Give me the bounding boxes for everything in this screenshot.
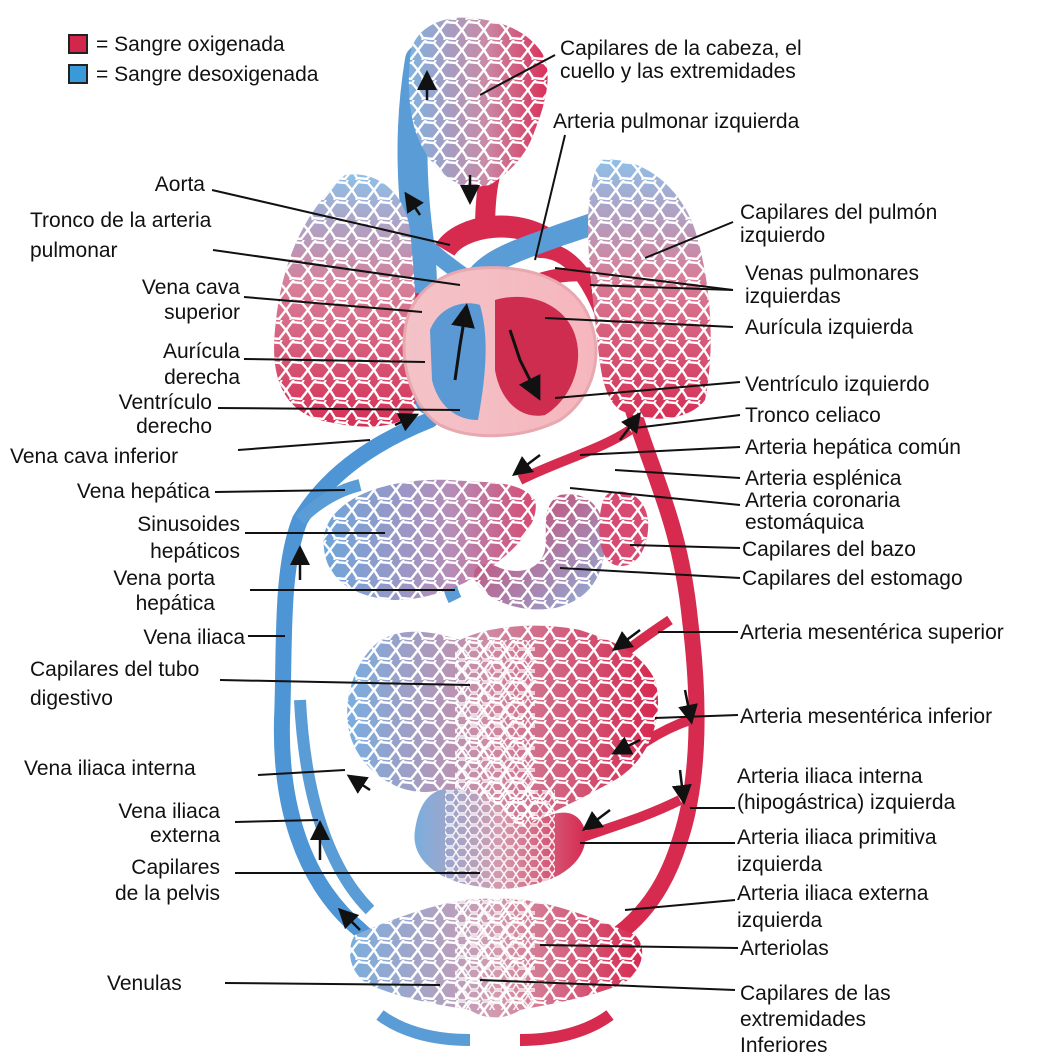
label-capilares-pelvis: Capilares de la pelvis (20, 855, 220, 907)
label-vena-iliaca-interna: Vena iliaca interna (24, 757, 196, 780)
label-tronco-arteria-pulmonar: Tronco de la arteria pulmonar (30, 206, 211, 266)
lower-extremities-capillary-bed (350, 890, 642, 1040)
spleen-capillary-bed (599, 491, 648, 566)
label-vena-porta-hepatica: Vena porta hepática (20, 566, 215, 616)
celiac-vessel (520, 430, 630, 480)
legend-swatch-oxygenated (68, 34, 88, 54)
label-arteria-hepatica-comun: Arteria hepática común (745, 436, 961, 459)
label-arteriolas: Arteriolas (740, 937, 829, 960)
legend-label-deoxygenated: = Sangre desoxigenada (96, 63, 318, 86)
iliaca-interna-vessel (575, 800, 680, 840)
label-arteria-iliaca-interna-izquierda: Arteria iliaca interna (hipogástrica) iz… (737, 764, 955, 816)
label-capilares-pulmon-izquierdo: Capilares del pulmón izquierdo (740, 201, 937, 247)
label-capilares-cabeza: Capilares de la cabeza, el cuello y las … (560, 37, 802, 83)
label-vena-iliaca: Vena iliaca (20, 626, 245, 649)
label-ventriculo-izquierdo: Ventrículo izquierdo (745, 373, 929, 396)
legend-label-oxygenated: = Sangre oxigenada (96, 33, 285, 56)
label-vena-cava-superior: Vena cava superior (40, 275, 240, 325)
label-arteria-pulmonar-izquierda: Arteria pulmonar izquierda (553, 110, 799, 133)
label-vena-iliaca-externa: Vena iliaca externa (20, 800, 220, 848)
legend-oxygenated: = Sangre oxigenada (68, 33, 285, 57)
label-arteria-coronaria-estomaquica: Arteria coronaria estomáquica (745, 490, 900, 534)
label-arteria-iliaca-externa-izquierda: Arteria iliaca externa izquierda (737, 880, 928, 934)
label-tronco-celiaco: Tronco celiaco (745, 404, 881, 427)
label-capilares-extremidades-inferiores: Capilares de las extremidades Inferiores (740, 981, 891, 1059)
legend-swatch-deoxygenated (68, 64, 88, 84)
label-capilares-tubo-digestivo: Capilares del tubo digestivo (30, 655, 199, 713)
label-arteria-esplenica: Arteria esplénica (745, 467, 901, 490)
label-auricula-izquierda: Aurícula izquierda (745, 316, 913, 339)
label-vena-hepatica: Vena hepática (20, 480, 210, 503)
label-vena-cava-inferior: Vena cava inferior (10, 445, 178, 468)
label-venas-pulmonares-izquierdas: Venas pulmonares izquierdas (745, 262, 919, 308)
label-aorta: Aorta (100, 173, 205, 196)
label-sinusoides-hepaticos: Sinusoides hepáticos (20, 511, 240, 565)
label-capilares-bazo: Capilares del bazo (742, 538, 916, 561)
label-auricula-derecha: Aurícula derecha (40, 339, 240, 391)
label-ventriculo-derecho: Ventrículo derecho (40, 391, 212, 439)
label-venulas: Venulas (107, 972, 182, 995)
label-arteria-mesenterica-inferior: Arteria mesentérica inferior (740, 705, 992, 728)
legend-deoxygenated: = Sangre desoxigenada (68, 63, 318, 87)
label-capilares-estomago: Capilares del estomago (742, 567, 963, 590)
head-capillary-bed (409, 18, 548, 188)
label-arteria-iliaca-primitiva-izquierda: Arteria iliaca primitiva izquierda (737, 824, 937, 878)
label-arteria-mesenterica-superior: Arteria mesentérica superior (740, 621, 1004, 644)
